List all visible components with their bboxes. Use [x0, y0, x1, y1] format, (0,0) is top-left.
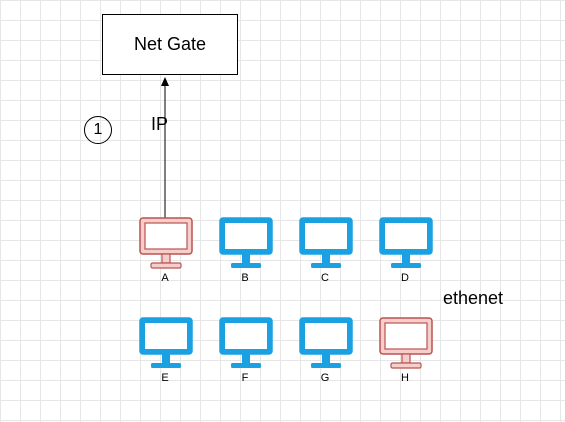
monitor-screen [145, 323, 187, 349]
computer-h[interactable] [378, 316, 434, 370]
monitor-base [150, 262, 182, 269]
monitor-base [391, 263, 421, 268]
computer-c-label: C [321, 272, 329, 284]
monitor-neck [322, 254, 330, 263]
monitor-neck [402, 254, 410, 263]
computer-f[interactable] [218, 316, 274, 370]
computer-g-icon [299, 317, 353, 368]
computer-b-label: B [241, 272, 249, 284]
step-number-badge: 1 [84, 116, 112, 144]
computer-c[interactable] [298, 216, 354, 270]
computer-b-icon [219, 217, 273, 268]
computer-d[interactable] [378, 216, 434, 270]
monitor-neck [401, 353, 411, 364]
computer-a[interactable] [138, 216, 194, 270]
computer-b[interactable] [218, 216, 274, 270]
computer-g[interactable] [298, 316, 354, 370]
computer-a-icon [139, 217, 193, 269]
monitor-neck [242, 354, 250, 363]
step-number-text: 1 [93, 121, 103, 138]
monitor-screen [305, 223, 347, 249]
computer-g-label: G [320, 372, 330, 384]
computer-h-label: H [401, 372, 409, 384]
computer-e[interactable] [138, 316, 194, 370]
ip-protocol-label: IP [151, 114, 169, 134]
monitor-screen [384, 322, 428, 350]
computer-c-icon [299, 217, 353, 268]
net-gate-node[interactable]: Net Gate [102, 14, 238, 75]
monitor-screen [305, 323, 347, 349]
computer-f-icon [219, 317, 273, 368]
monitor-neck [242, 254, 250, 263]
net-gate-label: Net Gate [133, 34, 207, 54]
monitor-neck [162, 354, 170, 363]
monitor-base [231, 263, 261, 268]
monitor-screen [385, 223, 427, 249]
computer-h-icon [379, 317, 433, 369]
monitor-base [151, 363, 181, 368]
monitor-neck [322, 354, 330, 363]
monitor-screen [144, 222, 188, 250]
monitor-screen [225, 223, 267, 249]
monitor-base [311, 263, 341, 268]
computer-e-icon [139, 317, 193, 368]
computer-d-icon [379, 217, 433, 268]
monitor-screen [225, 323, 267, 349]
computer-d-label: D [401, 272, 409, 284]
monitor-neck [161, 253, 171, 264]
monitor-base [311, 363, 341, 368]
computer-e-label: E [161, 372, 169, 384]
monitor-base [231, 363, 261, 368]
monitor-base [390, 362, 422, 369]
computer-a-label: A [161, 272, 169, 284]
computer-f-label: F [241, 372, 249, 384]
ethernet-label: ethenet [443, 288, 504, 308]
